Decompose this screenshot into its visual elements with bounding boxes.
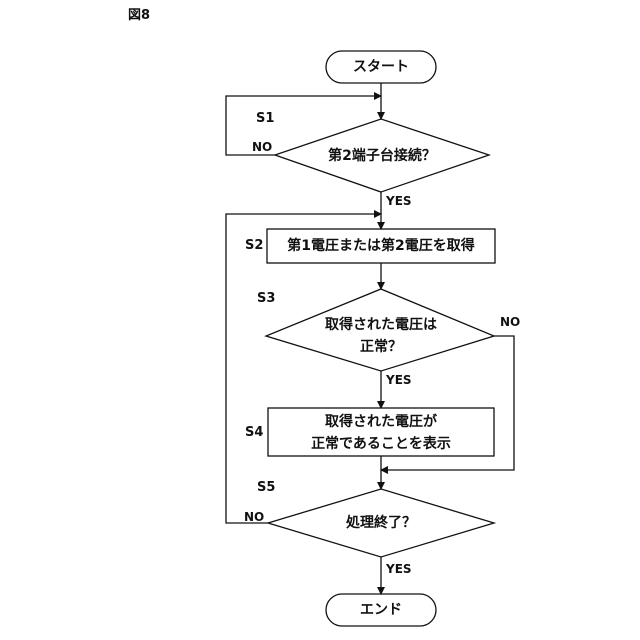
branch-label-s3-yes: YES	[386, 374, 412, 386]
step-label-s1: S1	[256, 112, 274, 125]
step-label-s2: S2	[245, 239, 263, 252]
branch-label-s5-no: NO	[244, 511, 264, 523]
end-label: エンド	[360, 603, 402, 617]
s4-label-line1: 取得された電圧が	[311, 411, 451, 433]
figure-label: 図8	[128, 9, 150, 22]
branch-label-s1-yes: YES	[386, 195, 412, 207]
branch-label-s5-yes: YES	[386, 563, 412, 575]
s2-label: 第1電圧または第2電圧を取得	[287, 239, 474, 253]
s3-label-line2: 正常？	[325, 336, 437, 358]
s3-label-line1: 取得された電圧は	[325, 314, 437, 336]
s1-label: 第2端子台接続？	[328, 149, 436, 163]
step-label-s3: S3	[257, 292, 275, 305]
branch-label-s1-no: NO	[252, 141, 272, 153]
start-label: スタート	[353, 60, 409, 74]
connector-s1-no-loop	[226, 96, 381, 155]
step-label-s5: S5	[257, 481, 275, 494]
step-label-s4: S4	[245, 426, 263, 439]
s3-label: 取得された電圧は 正常？	[325, 314, 437, 358]
connector-s5-no-loop	[226, 214, 381, 523]
s4-label: 取得された電圧が 正常であることを表示	[311, 411, 451, 455]
branch-label-s3-no: NO	[500, 316, 520, 328]
s4-label-line2: 正常であることを表示	[311, 433, 451, 455]
s5-label: 処理終了？	[346, 516, 416, 530]
